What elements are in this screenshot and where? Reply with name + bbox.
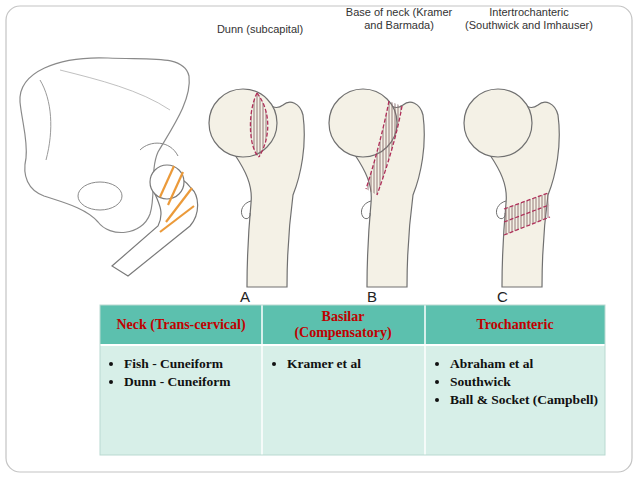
- fracture-line: [366, 101, 389, 189]
- figure-letter: B: [367, 288, 377, 305]
- figure-title: Base of neck (Kramer and Barmada): [338, 6, 460, 32]
- pelvis-sketch: [20, 58, 198, 276]
- lesser-trochanter: [241, 201, 251, 219]
- table-cell: Kramer et al: [287, 355, 361, 372]
- table-header: Basilar (Compensatory): [288, 309, 398, 341]
- fracture-line: [377, 106, 402, 195]
- slide-frame: [6, 6, 632, 472]
- table-cell: Abraham et al: [450, 355, 533, 372]
- table-header-row: [100, 305, 605, 345]
- fracture-zone: [250, 93, 267, 157]
- figure-title: Dunn (subcapital): [205, 23, 315, 36]
- sacroiliac-line: [40, 80, 51, 160]
- figure-letter: A: [240, 288, 250, 305]
- table-cell: Ball & Socket (Campbell): [450, 391, 598, 408]
- lesser-trochanter: [361, 201, 371, 219]
- fracture-line: [160, 206, 194, 232]
- figure-title: Intertrochanteric (Southwick and Imhause…: [463, 6, 595, 32]
- femoral-head: [209, 89, 277, 157]
- fracture-line: [504, 205, 549, 222]
- figure-letter: C: [497, 288, 508, 305]
- fracture-zone: [504, 193, 550, 235]
- femur-figures: [209, 89, 559, 287]
- femur-drawing: [209, 89, 304, 287]
- femur-drawing: [329, 89, 424, 287]
- fracture-zone: [366, 101, 402, 195]
- table-header: Neck (Trans-cervical): [102, 317, 260, 333]
- classification-table: [100, 305, 605, 455]
- table-header: Trochanteric: [430, 317, 600, 333]
- femur-drawing: [464, 89, 559, 287]
- table-cell: Fish - Cuneiform: [124, 355, 223, 372]
- table-rule: [100, 344, 605, 346]
- obturator-foramen: [78, 182, 122, 210]
- table-cell: Southwick: [450, 373, 511, 390]
- fracture-line: [504, 193, 548, 209]
- iliac-line: [60, 70, 170, 110]
- fracture-line: [250, 93, 259, 157]
- fracture-line: [160, 166, 174, 197]
- table-rule: [261, 305, 263, 455]
- femoral-head: [464, 89, 532, 157]
- table-body-row: [100, 345, 605, 455]
- acetabulum-rim: [140, 143, 178, 156]
- table-border: [100, 305, 605, 455]
- fracture-line: [168, 172, 183, 205]
- table-rule: [424, 305, 426, 455]
- table-cell: Dunn - Cuneiform: [124, 373, 231, 390]
- fracture-line: [257, 93, 268, 157]
